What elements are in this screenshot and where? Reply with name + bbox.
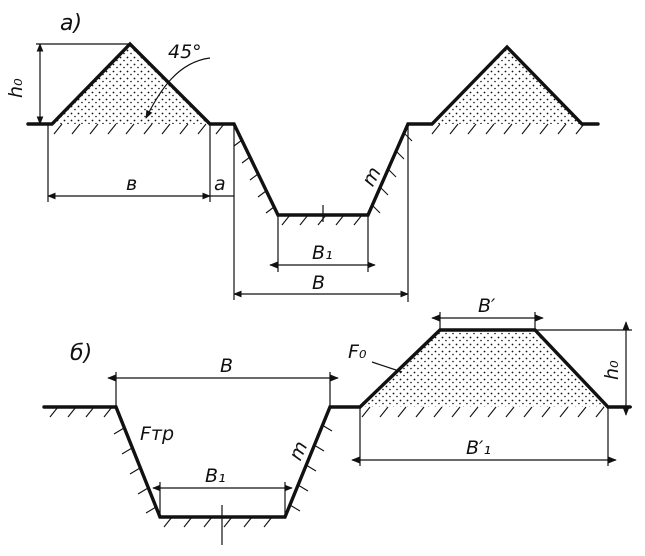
area-Ftr-label: Fтр — [140, 423, 174, 445]
ground-hatching-b — [49, 406, 605, 528]
spoil-pile-left — [52, 44, 210, 124]
panel-label-a: a) — [60, 11, 82, 36]
dim-Bprime: B′ — [431, 295, 544, 330]
panel-label-b: б) — [70, 341, 92, 366]
dim-B1-a: B₁ — [269, 215, 376, 272]
angle-45-annotation: 45° — [145, 41, 211, 119]
diagram-a: a) — [5, 11, 600, 302]
dim-b-label: в — [126, 173, 137, 195]
ground-hatching-a — [53, 123, 585, 226]
dim-B-a-label: B — [312, 272, 325, 294]
dim-B-b-label: B — [220, 355, 233, 377]
area-F0-annotation: F₀ — [348, 341, 403, 373]
dim-B1-b: B₁ — [152, 465, 293, 517]
dim-h0-a-label: h₀ — [5, 78, 27, 98]
angle-45-label: 45° — [168, 41, 202, 63]
dim-B1prime-label: B′₁ — [466, 437, 491, 459]
dim-B1prime: B′₁ — [351, 407, 617, 466]
dim-h0-b-label: h₀ — [601, 360, 623, 380]
dim-b-a: в a — [47, 124, 235, 300]
dim-B1-b-label: B₁ — [205, 465, 226, 487]
dim-B-a: B — [233, 124, 409, 302]
dim-a-label: a — [214, 173, 226, 195]
area-F0-label: F₀ — [348, 341, 367, 363]
dim-h0-a: h₀ — [5, 43, 130, 125]
diagram-b: б) — [42, 295, 632, 545]
dim-B-b: B — [107, 355, 339, 407]
dim-Bprime-label: B′ — [478, 295, 496, 317]
dim-h0-b: h₀ — [535, 321, 632, 416]
trench-profile-b — [42, 328, 632, 519]
spoil-pile-right — [432, 47, 582, 124]
dim-B1-a-label: B₁ — [312, 242, 333, 264]
